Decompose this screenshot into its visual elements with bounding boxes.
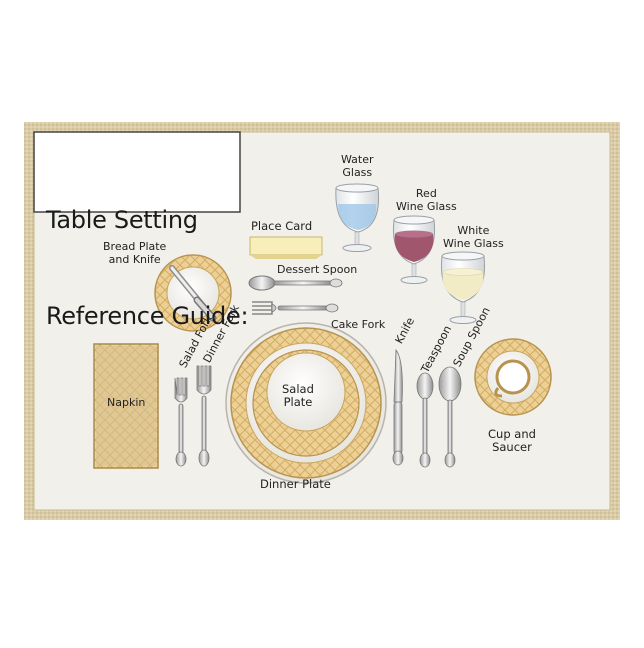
cup-and-saucer-label: Cup and Saucer — [488, 427, 536, 454]
place-card-label: Place Card — [251, 219, 313, 233]
dinner-plate-drawing — [225, 322, 387, 484]
red-wine-glass-drawing — [392, 215, 436, 284]
dinner-plate-label: Dinner Plate — [260, 477, 331, 491]
soup-spoon-drawing — [438, 366, 462, 468]
dessert-spoon-label: Dessert Spoon — [277, 263, 358, 276]
water-glass-drawing — [335, 183, 380, 252]
teaspoon-drawing — [416, 372, 434, 468]
napkin-label: Napkin — [107, 396, 146, 409]
napkin-drawing — [93, 343, 159, 469]
page-title: Table Setting Reference Guide: — [46, 140, 249, 396]
dinner-fork-drawing — [196, 365, 212, 467]
title-line-2: Reference Guide: — [46, 302, 249, 330]
water-glass-label: Water Glass — [341, 153, 374, 179]
bread-plate-drawing — [154, 254, 232, 332]
title-box — [33, 131, 241, 213]
title-line-1: Table Setting — [46, 206, 198, 234]
white-wine-glass-label: White Wine Glass — [443, 224, 504, 250]
white-wine-glass-drawing — [440, 251, 486, 324]
salad-plate-label: Salad Plate — [282, 382, 314, 409]
dessert-spoon-drawing — [248, 275, 343, 291]
place-card-drawing — [249, 236, 323, 259]
knife-drawing — [392, 348, 404, 466]
salad-fork-drawing — [174, 377, 188, 467]
cake-fork-drawing — [252, 301, 339, 315]
cake-fork-label: Cake Fork — [331, 318, 386, 331]
red-wine-glass-label: Red Wine Glass — [396, 187, 457, 213]
bread-plate-label: Bread Plate and Knife — [103, 240, 167, 266]
cup-and-saucer-drawing — [474, 338, 552, 416]
